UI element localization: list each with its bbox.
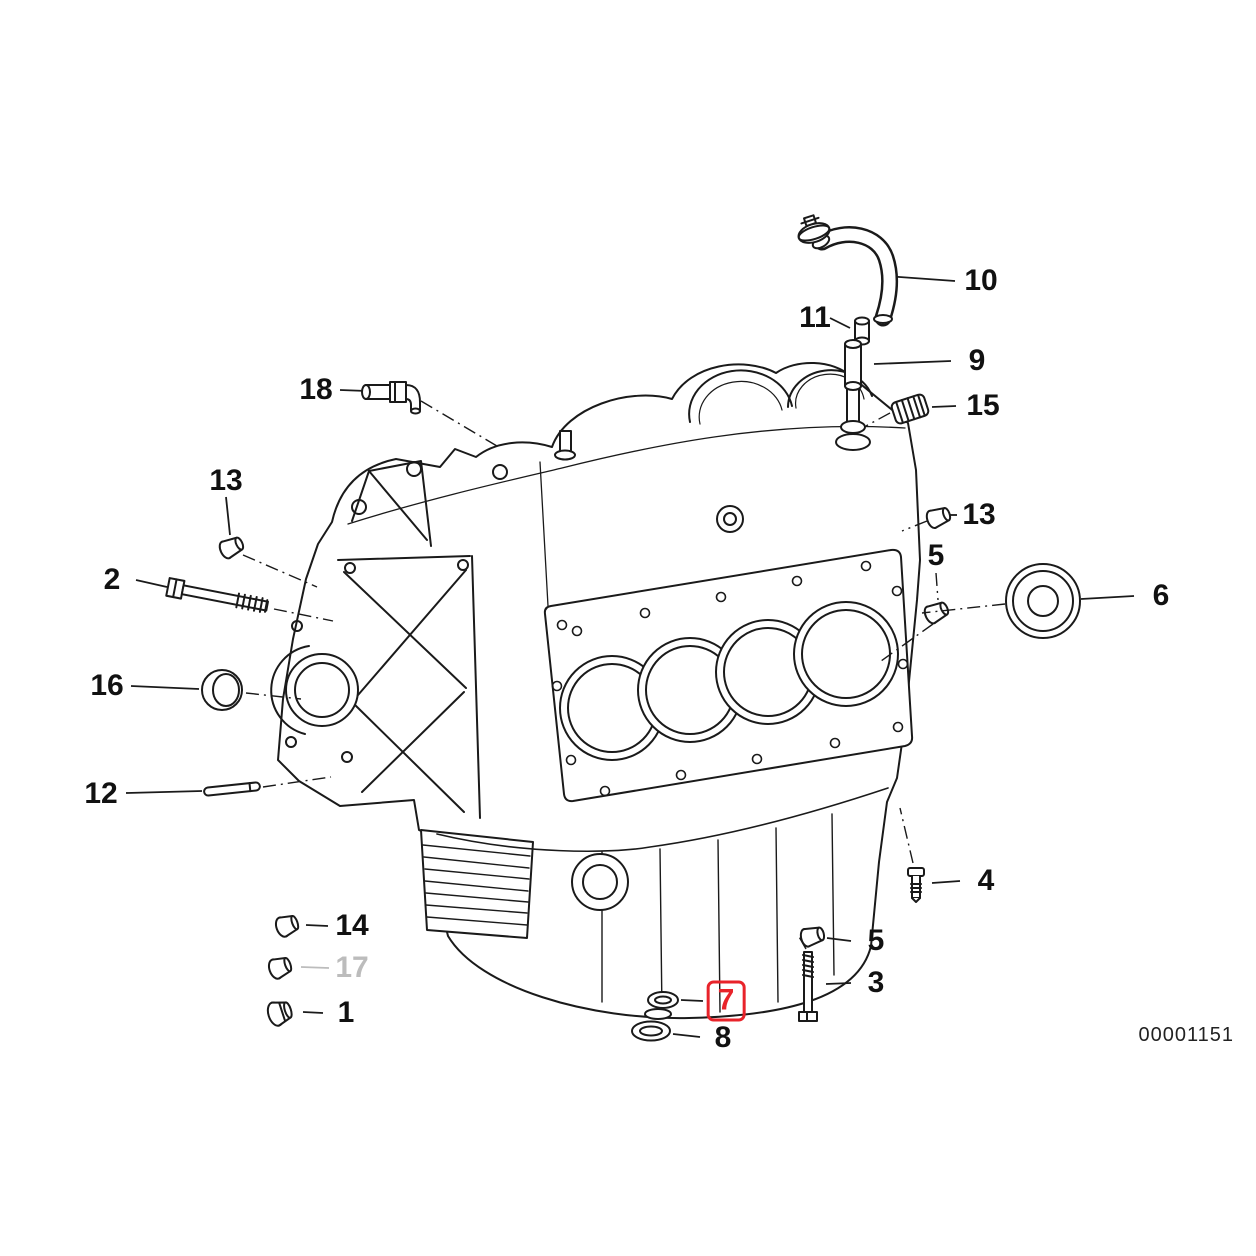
part-icon-plug [925,507,952,530]
leader-dash-line [262,776,332,788]
leader-line [680,999,704,1002]
leader-dash-line [273,608,334,622]
part-icon-cap [201,669,243,711]
leader-line [931,405,957,408]
leader-line [672,1033,701,1038]
part-callout-1[interactable]: 1 [337,996,355,1029]
part-callout-18[interactable]: 18 [299,373,333,406]
diagram-code: 00001151 [1138,1024,1234,1046]
part-callout-10[interactable]: 10 [964,264,998,297]
leader-line [825,982,852,985]
part-icon-mushroom [274,914,300,938]
part-icon-bolt-h [165,577,269,613]
part-callout-3[interactable]: 3 [867,966,885,999]
part-icon-bolt-v [798,951,818,1022]
leader-dash-line [921,603,1006,614]
part-callout-13[interactable]: 13 [962,498,996,531]
leader-line [300,966,330,969]
part-callout-2[interactable]: 2 [103,563,121,596]
part-icon-plug [923,601,950,625]
part-icon-ring-lg [631,1020,671,1042]
part-callout-6[interactable]: 6 [1152,579,1170,612]
leader-line [1080,595,1135,600]
leader-dash-line [880,623,934,662]
leader-dash-line [935,572,939,601]
part-icon-fitting [361,381,421,415]
part-callout-11[interactable]: 11 [799,301,831,334]
leader-dash-line [420,400,498,447]
leader-line [826,937,852,942]
part-callout-15[interactable]: 15 [966,389,1000,422]
leader-line [302,1011,324,1014]
part-icon-ring [647,991,679,1009]
part-icon-screw [907,867,925,903]
leader-line [305,924,329,927]
part-callout-5[interactable]: 5 [867,924,885,957]
leader-dash-line [899,807,914,864]
part-callout-8[interactable]: 8 [714,1021,732,1054]
leader-line [225,496,231,536]
leader-dash-line [245,692,302,700]
leader-dash-line [901,520,928,532]
part-icon-plug [799,926,826,948]
part-callout-16[interactable]: 16 [90,669,124,702]
part-callout-5[interactable]: 5 [927,539,945,572]
part-icon-knurl [890,393,930,425]
part-icon-clamp [797,214,831,244]
part-icon-sleeve [844,339,862,391]
part-icon-seal [1005,563,1081,639]
leader-dash-line [865,412,891,427]
part-icon-mushroom [267,956,293,980]
part-callout-14[interactable]: 14 [335,909,369,942]
leader-line [931,880,961,884]
leader-line [125,790,203,794]
part-icon-pin [203,781,261,797]
leader-line [873,360,952,365]
leader-line [130,685,200,690]
part-callout-4[interactable]: 4 [977,864,995,897]
part-callout-13[interactable]: 13 [209,464,243,497]
part-icon-screwplug [266,1001,293,1027]
leader-line [135,579,168,588]
part-icon-plug [218,536,245,560]
part-callout-17[interactable]: 17 [335,951,369,984]
part-callout-9[interactable]: 9 [968,344,986,377]
leader-line [829,317,851,329]
leader-dash-line [797,934,807,950]
part-callout-7-highlighted[interactable]: 7 [706,980,746,1022]
part-callout-12[interactable]: 12 [84,777,118,810]
part-icon-hose [811,226,899,327]
